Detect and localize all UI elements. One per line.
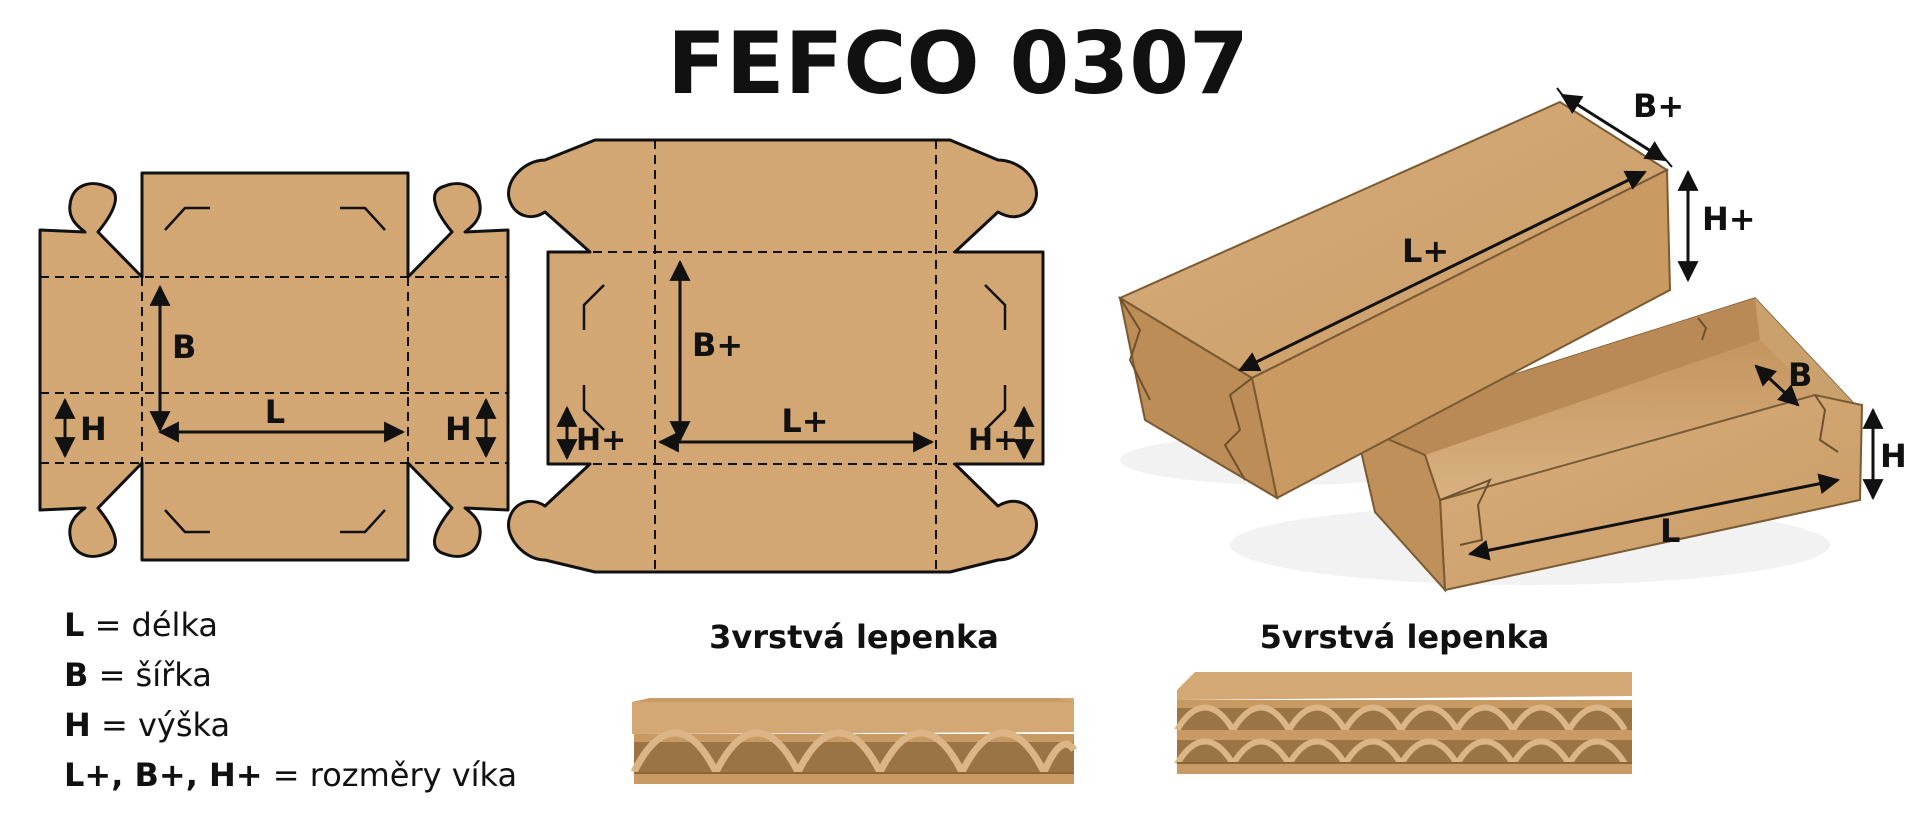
dimension-legend: L = délka B = šířka H = výška L+, B+, H+… bbox=[64, 600, 517, 800]
lid-3d-width-arrow bbox=[1560, 93, 1667, 162]
legend-row-length: L = délka bbox=[64, 606, 219, 644]
lid-height-label-left: H+ bbox=[576, 423, 626, 458]
lid-length-label: L+ bbox=[781, 402, 828, 440]
lid-3d-length-label: L+ bbox=[1402, 232, 1449, 270]
page-title: FEFCO 0307 bbox=[667, 14, 1249, 114]
base-3d-width-label: B bbox=[1788, 356, 1812, 394]
base-height-label-right: H bbox=[445, 410, 472, 448]
lid-3d-height-label: H+ bbox=[1702, 200, 1756, 238]
lid-dieline: L+ B+ H+ H+ bbox=[507, 138, 1045, 574]
base-3d-width-arrow bbox=[1754, 364, 1800, 407]
base-3d-height-label: H bbox=[1880, 437, 1907, 475]
legend-row-height: H = výška bbox=[64, 706, 231, 744]
legend-row-width: B = šířka bbox=[64, 656, 212, 694]
base-3d-length-arrow bbox=[1467, 473, 1841, 561]
lid-dieline-outline bbox=[507, 138, 1045, 574]
base-corner-marks bbox=[164, 206, 386, 534]
base-dieline-outline bbox=[38, 171, 510, 562]
box-3d-illustration: B+ H+ L+ B H L bbox=[1117, 87, 1907, 593]
lid-3d-width-label: B+ bbox=[1633, 87, 1684, 125]
base-width-label: B bbox=[172, 328, 196, 366]
base-fold-lines bbox=[40, 276, 508, 464]
lid-width-label: B+ bbox=[692, 326, 743, 364]
lid-corner-marks bbox=[582, 284, 1007, 431]
base-length-label: L bbox=[265, 393, 285, 431]
three-layer-corrugated-board-icon bbox=[630, 698, 1077, 784]
base-3d-length-label: L bbox=[1660, 512, 1680, 550]
three-layer-caption: 3vrstvá lepenka bbox=[709, 618, 999, 656]
legend-row-lid-dimensions: L+, B+, H+ = rozměry víka bbox=[64, 756, 518, 794]
lid-3d-length-arrow bbox=[1238, 170, 1647, 372]
five-layer-corrugated-board-icon bbox=[1174, 672, 1632, 774]
lid-fold-lines bbox=[548, 140, 1043, 572]
base-height-label-left: H bbox=[80, 410, 107, 448]
lid-height-label-right: H+ bbox=[968, 423, 1018, 458]
base-dieline: L B H H bbox=[38, 171, 510, 562]
five-layer-caption: 5vrstvá lepenka bbox=[1259, 618, 1550, 656]
